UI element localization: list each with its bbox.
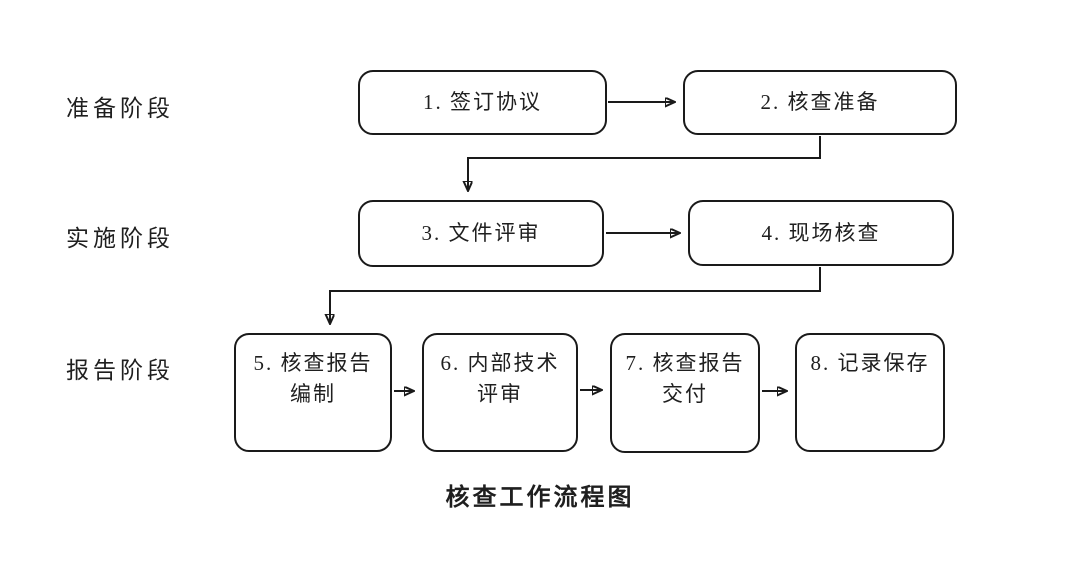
- node-label: 2. 核查准备: [760, 90, 880, 114]
- node-onsite-verification: 4. 现场核查: [688, 200, 954, 266]
- node-document-review: 3. 文件评审: [358, 200, 604, 267]
- node-record-keeping: 8. 记录保存: [795, 333, 945, 452]
- stage-label-reporting: 报告阶段: [66, 358, 174, 383]
- stage-label-implementation: 实施阶段: [66, 226, 174, 251]
- node-label: 8. 记录保存: [810, 351, 930, 375]
- node-verification-preparation: 2. 核查准备: [683, 70, 957, 135]
- node-label-line2: 交付: [662, 382, 708, 406]
- node-label: 1. 签订协议: [423, 90, 542, 114]
- stage-label-preparation: 准备阶段: [66, 96, 174, 121]
- diagram-title: 核查工作流程图: [445, 485, 635, 511]
- node-label-line1: 7. 核查报告: [625, 351, 745, 375]
- connector-2-to-3: [468, 136, 821, 190]
- node-label-line1: 5. 核查报告: [253, 351, 373, 375]
- node-label-line2: 编制: [290, 382, 336, 406]
- node-label: 4. 现场核查: [761, 220, 881, 245]
- node-verification-report-delivery: 7. 核查报告 交付: [610, 333, 760, 453]
- node-label-line1: 6. 内部技术: [440, 351, 560, 375]
- node-internal-technical-review: 6. 内部技术 评审: [422, 333, 578, 452]
- node-label-line2: 评审: [477, 382, 523, 406]
- connector-4-to-5: [330, 267, 821, 323]
- node-sign-agreement: 1. 签订协议: [358, 70, 607, 135]
- node-verification-report-compilation: 5. 核查报告 编制: [234, 333, 392, 452]
- node-label: 3. 文件评审: [421, 221, 541, 245]
